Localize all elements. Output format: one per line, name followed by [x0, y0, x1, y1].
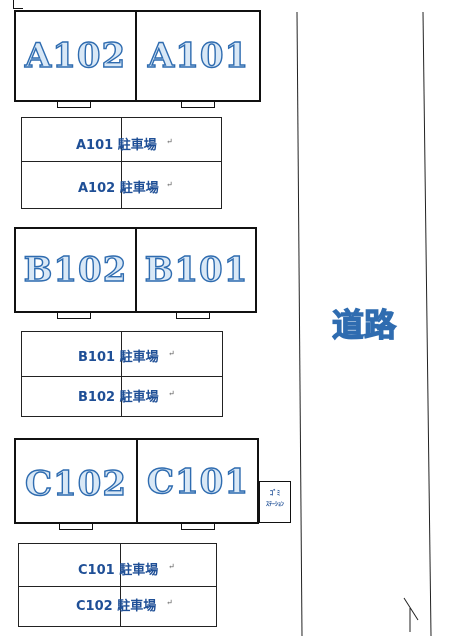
parking-divider — [22, 376, 222, 377]
north-arrow-icon — [403, 597, 419, 632]
building-b-unit-b102 — [14, 227, 137, 313]
unit-label-c101: C101 — [146, 461, 250, 502]
parking-label-c102: C102 駐車場 — [76, 599, 157, 614]
door-b102 — [57, 312, 91, 319]
building-a-unit-a101 — [135, 10, 261, 102]
door-a101 — [181, 101, 215, 108]
parking-block-b — [21, 331, 223, 417]
building-c-unit-c101 — [136, 438, 259, 524]
corner-tick-h — [13, 8, 23, 9]
road-label: 道路 — [331, 305, 397, 344]
parking-vertical-line — [121, 332, 122, 416]
door-c102 — [59, 523, 93, 530]
garbage-station-line1: ｺﾞﾐ — [269, 489, 281, 497]
unit-label-a102: A102 — [24, 35, 127, 76]
text-mark: ↵ — [168, 349, 175, 358]
unit-label-a101: A101 — [147, 35, 250, 76]
parking-label-b102: B102 駐車場 — [78, 390, 159, 405]
unit-label-b102: B102 — [23, 249, 128, 290]
text-mark: ↵ — [166, 137, 173, 146]
parking-vertical-line — [121, 118, 122, 208]
door-b101 — [176, 312, 210, 319]
parking-vertical-line — [120, 544, 121, 626]
door-c101 — [181, 523, 215, 530]
parking-block-c — [18, 543, 217, 627]
garbage-station-line2: ｽﾃｰｼｮﾝ — [265, 501, 284, 508]
building-b-unit-b101 — [135, 227, 257, 313]
garbage-station: ｺﾞﾐ ｽﾃｰｼｮﾝ — [259, 481, 291, 523]
text-mark: ↵ — [168, 562, 175, 571]
unit-label-c102: C102 — [24, 463, 128, 504]
parking-divider — [19, 586, 216, 587]
parking-block-a — [21, 117, 222, 209]
text-mark: ↵ — [166, 598, 173, 607]
door-a102 — [57, 101, 91, 108]
parking-label-c101: C101 駐車場 — [78, 563, 159, 578]
parking-label-b101: B101 駐車場 — [78, 350, 159, 365]
text-mark: ↵ — [168, 389, 175, 398]
parking-label-a102: A102 駐車場 — [78, 181, 159, 196]
parking-label-a101: A101 駐車場 — [76, 138, 157, 153]
road-right-edge — [422, 11, 432, 637]
text-mark: ↵ — [166, 180, 173, 189]
unit-label-b101: B101 — [144, 249, 249, 290]
corner-tick — [13, 0, 14, 8]
road-left-edge — [296, 11, 303, 637]
